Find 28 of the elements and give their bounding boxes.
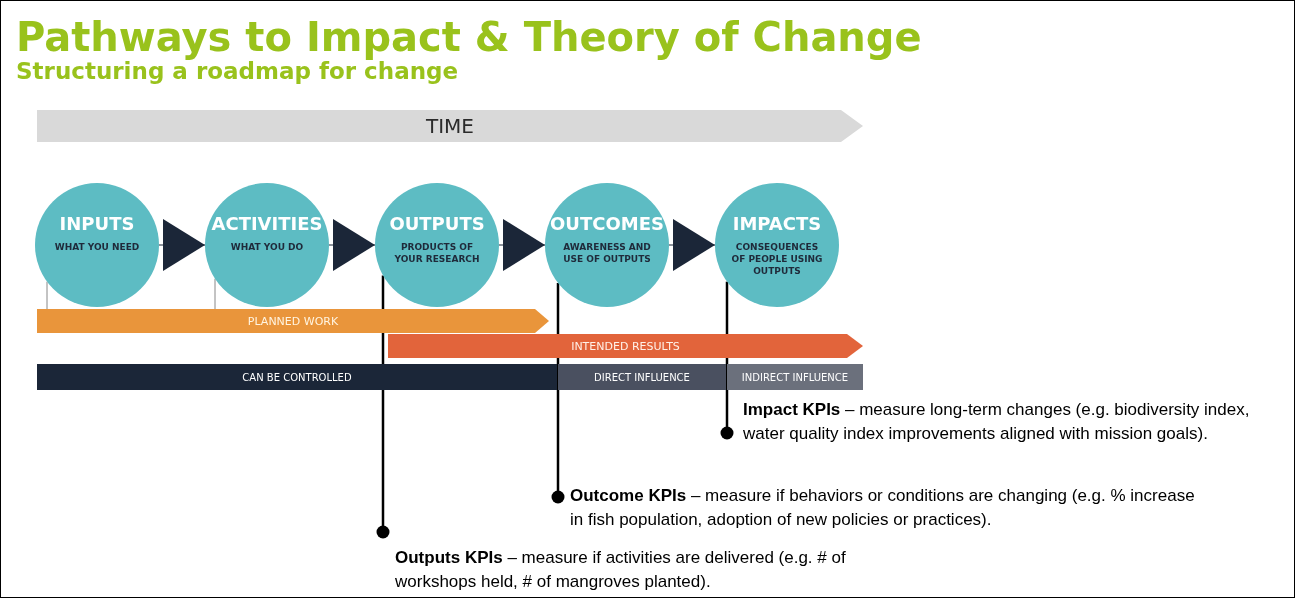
stage-description: PRODUCTS OF YOUR RESEARCH (393, 241, 481, 265)
connector-line (46, 281, 48, 310)
stage-title: OUTCOMES (550, 213, 664, 235)
kpi-note: Impact KPIs – measure long-term changes (e.g. biodiversity index, water quality index improvements aligned with mission goals). (727, 398, 1259, 446)
chevron-arrow (668, 219, 716, 271)
slide-title: Pathways to Impact & Theory of Change (16, 14, 922, 60)
kpi-note: Outcome KPIs – measure if behaviors or conditions are changing (e.g. % increase in fish population, adoption of new policies or practices). (558, 484, 1198, 532)
leader-line (551, 283, 565, 504)
indirect-influence-bar: INDIRECT INFLUENCE (727, 364, 863, 390)
time-arrow-band: TIME (37, 110, 863, 142)
planned-work-arrow-band: PLANNED WORK (37, 309, 549, 333)
chevron-arrow (328, 219, 376, 271)
intended-results-arrow-band: INTENDED RESULTS (388, 334, 863, 358)
stage-title: IMPACTS (732, 213, 822, 235)
stage-title: ACTIVITIES (211, 213, 323, 235)
direct-influence-bar: DIRECT INFLUENCE (558, 364, 726, 390)
stage-description: AWARENESS AND USE OF OUTPUTS (562, 241, 652, 265)
stage-description: WHAT YOU NEED (53, 241, 141, 253)
leader-line (376, 275, 390, 539)
stage-description: WHAT YOU DO (229, 241, 305, 253)
control-bar: CAN BE CONTROLLED (37, 364, 557, 390)
leader-line (720, 281, 734, 440)
stage-title: INPUTS (59, 213, 135, 235)
chevron-arrow (498, 219, 546, 271)
stage-description: CONSEQUENCES OF PEOPLE USING OUTPUTS (730, 241, 824, 277)
connector-line (214, 278, 216, 310)
stage-title: OUTPUTS (389, 213, 485, 235)
chevron-arrow (158, 219, 206, 271)
